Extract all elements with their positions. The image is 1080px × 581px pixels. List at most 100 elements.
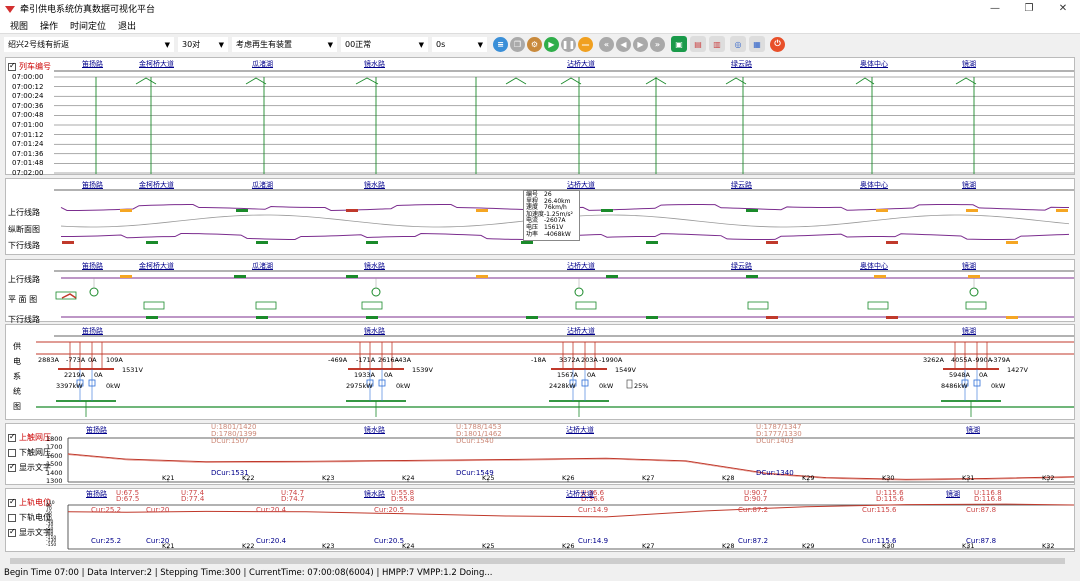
rail-cur-label: Cur:20.4 [256,506,287,514]
voltage-up-label: U:1801/1420 [211,423,257,431]
chart-toggle-checkbox[interactable]: 显示文字 [8,462,51,473]
tooltip-value: -1.25m/s² [544,210,573,218]
report-icon[interactable]: ▥ [709,36,725,52]
current-value: 109A [106,356,123,364]
settings-icon[interactable]: ⚙ [527,36,542,52]
station-label: 绿云路 [731,262,752,270]
close-button[interactable]: ✕ [1058,3,1068,14]
station-box [965,301,987,310]
km-tick: K28 [722,474,735,482]
pause-icon[interactable]: ❚❚ [561,36,576,52]
chart-toggle-checkbox[interactable]: 显示文字 [8,527,51,538]
y-tick: 50 [46,510,52,516]
km-tick: K26 [562,542,575,550]
current-value: 2219A [64,371,85,379]
station-label: 镜水路 [364,60,385,68]
voltage-curve-up [67,453,1075,480]
chart-toggle-checkbox[interactable]: 下轨电位 [8,512,51,523]
km-tick: K21 [162,542,175,550]
chevron-down-icon: ▼ [218,40,224,49]
time-tick: 07:01:12 [12,130,44,139]
station-label: 奥体中心 [860,60,888,68]
substation-icon [89,287,99,297]
horizontal-scrollbar[interactable] [0,556,1080,566]
station-label: 镜湖 [962,262,976,270]
interval-select[interactable]: 30对▼ [178,36,228,52]
power-value: 2428kW [549,382,576,390]
station-label: 金柯桥大道 [139,60,174,68]
window-title: 牵引供电系统仿真数据可视化平台 [20,5,156,15]
line-select[interactable]: 绍兴2号线有折返▼ [4,36,174,52]
train-icon[interactable]: ▣ [671,36,687,52]
y-tick: 1700 [46,443,63,452]
mode-select[interactable]: 00正常▼ [341,36,428,52]
list-icon[interactable]: ≡ [493,36,508,52]
copy-icon[interactable]: ❐ [510,36,525,52]
step-backward-icon[interactable]: ◀ [616,36,631,52]
km-tick: K24 [402,474,415,482]
fast-backward-icon[interactable]: « [599,36,614,52]
power-value: 0kW [599,382,614,390]
menu-exit[interactable]: 退出 [118,21,137,32]
current-value: 0A [587,371,596,379]
stop-icon[interactable]: — [578,36,593,52]
chart-toggle-checkbox[interactable]: 上轨电位 [8,497,51,508]
chevron-down-icon: ▼ [327,40,333,49]
timetable-chart [54,70,1074,174]
train-marker [560,77,582,85]
minimize-button[interactable]: — [990,3,1000,14]
km-tick: K23 [322,474,335,482]
chart-toggle-checkbox[interactable]: 下触网压 [8,447,51,458]
train-mark [256,316,268,319]
app-logo-icon [5,5,15,13]
train-mark [146,316,158,319]
station-label: 笛扬路 [86,426,107,434]
timetable-panel: 列车编号 07:00:0007:00:1207:00:2407:00:3607:… [5,57,1075,177]
y-tick: 30 [46,513,52,519]
y-tick: -90 [46,533,54,538]
current-value: 2883A [38,356,59,364]
chart-toggle-checkbox[interactable]: 上触网压 [8,432,51,443]
station-label: 镜水路 [364,426,385,434]
document-icon[interactable]: ▦ [749,36,765,52]
profile-label: 纵断面图 [8,225,40,234]
y-tick: 1300 [46,477,63,485]
up-line-label: 上行线路 [8,208,40,217]
station-box [255,301,277,310]
voltage-value: 1539V [412,366,433,374]
km-tick: K31 [962,542,975,550]
step-forward-icon[interactable]: ▶ [633,36,648,52]
rail-potential-curve [67,503,1075,518]
menu-time-locate[interactable]: 时间定位 [70,21,107,32]
menu-operate[interactable]: 操作 [40,21,59,32]
station-label: 镜湖 [962,327,976,335]
train-mark [366,241,378,244]
voltage-up-label: U:1788/1453 [456,423,502,431]
power-icon[interactable]: ⏻ [770,36,785,52]
maximize-button[interactable]: ❐ [1024,3,1034,14]
train-mark [606,275,618,278]
power-system-char: 图 [13,402,21,411]
menu-view[interactable]: 视图 [10,21,29,32]
scrollbar-thumb[interactable] [10,558,1065,564]
time-select[interactable]: 0s▼ [432,36,487,52]
chart-icon[interactable]: ▤ [690,36,706,52]
rail-potential-chart [67,503,1075,550]
fast-forward-icon[interactable]: » [650,36,665,52]
regen-select[interactable]: 考虑再生有装置▼ [232,36,337,52]
km-tick: K26 [562,474,575,482]
rail-cur-label-bottom: Cur:25.2 [91,537,122,545]
tooltip-value: -4068kW [544,230,571,238]
train-number-checkbox[interactable]: 列车编号 [8,61,51,72]
rail-cur-label: Cur:25.2 [91,506,122,514]
train-mark [886,316,898,319]
tooltip-key: 电压 [526,223,539,231]
down-line-label: 下行线路 [8,315,40,324]
station-label: 镜湖 [962,60,976,68]
network-icon[interactable]: ◎ [730,36,746,52]
checkbox-box-icon [8,527,16,537]
play-icon[interactable]: ▶ [544,36,559,52]
power-value: 3397kW [56,382,83,390]
train-mark [234,275,246,278]
